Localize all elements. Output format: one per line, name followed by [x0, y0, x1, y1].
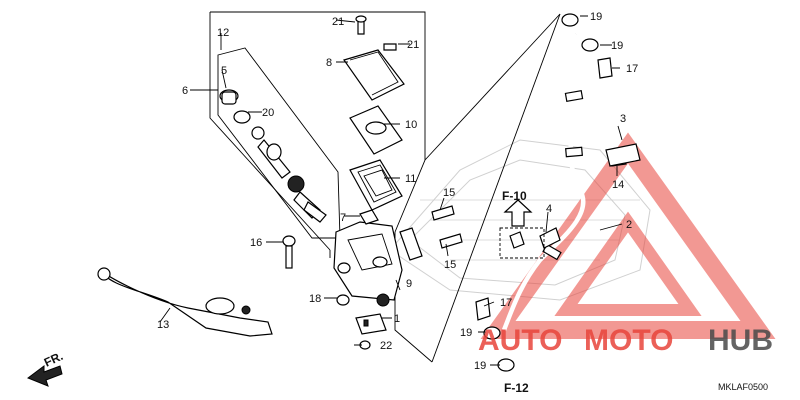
callout-21-right: 21: [407, 39, 419, 51]
callout-16: 16: [250, 237, 262, 249]
callout-13: 13: [157, 319, 169, 331]
callout-19-top-1: 19: [590, 11, 602, 23]
watermark-hub: HUB: [708, 324, 773, 357]
callout-18: 18: [309, 293, 321, 305]
seal-kit-frame: [217, 47, 341, 239]
callout-1: 1: [394, 313, 400, 325]
hose-clamps: [539, 143, 641, 249]
callout-19-lower-2: 19: [474, 360, 486, 372]
callout-19-lower-1: 19: [460, 327, 472, 339]
callout-12: 12: [217, 27, 229, 39]
background-brand-outline: [389, 139, 651, 301]
callout-10: 10: [405, 119, 417, 131]
callout-3: 3: [620, 113, 626, 125]
callout-6: 6: [182, 85, 188, 97]
reference-f10: F-10: [502, 189, 527, 203]
reference-f12: F-12: [504, 381, 529, 395]
callout-22: 22: [380, 340, 392, 352]
f10-reference-arrow: [499, 199, 545, 259]
front-stop-switch: [355, 313, 387, 335]
callout-9: 9: [406, 278, 412, 290]
callout-15-top: 15: [443, 187, 455, 199]
callout-5: 5: [221, 65, 227, 77]
leader-lines: [159, 15, 623, 366]
callout-20: 20: [262, 107, 274, 119]
callout-21-top: 21: [332, 16, 344, 28]
diaphragm-plate: [349, 105, 403, 155]
callout-7: 7: [340, 212, 346, 224]
reservoir-cap: [343, 49, 405, 101]
watermark-logo: AUTO MOTO HUB: [478, 324, 773, 357]
callout-8: 8: [326, 57, 332, 69]
diagram-code: MKLAF0500: [718, 382, 768, 392]
front-label: FR.: [42, 349, 65, 370]
watermark-moto: MOTO: [584, 324, 673, 357]
callout-2: 2: [626, 219, 632, 231]
callout-15-bottom: 15: [444, 259, 456, 271]
brake-lever: [97, 267, 273, 337]
master-cylinder-body: [333, 221, 403, 307]
holder: [399, 227, 423, 261]
callout-14: 14: [612, 179, 624, 191]
callout-17-upper: 17: [626, 63, 638, 75]
watermark-triangle: [480, 132, 776, 339]
callout-11: 11: [405, 173, 416, 185]
watermark-auto: AUTO: [478, 324, 562, 357]
brake-hose: [501, 33, 586, 331]
diaphragm: [349, 159, 403, 211]
callout-4: 4: [546, 203, 552, 215]
callout-19-top-2: 19: [611, 40, 623, 52]
callout-17-lower: 17: [500, 297, 512, 309]
front-direction-arrow: [26, 365, 63, 387]
callout-labels: 12 6 5 20 21 21 8 10 11 7 16 9 18 1 22 1…: [157, 11, 638, 372]
piston-assembly: [219, 89, 327, 223]
